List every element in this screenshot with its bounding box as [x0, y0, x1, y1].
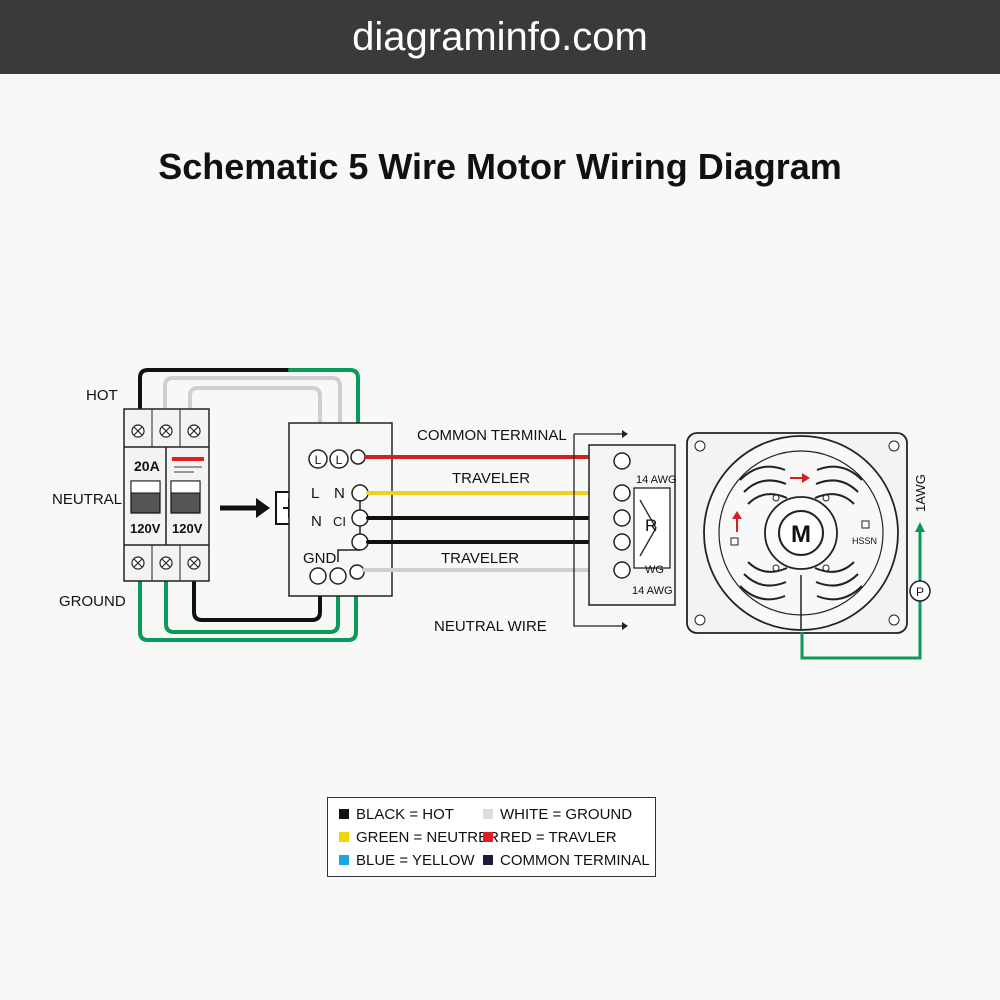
ground-top-wire — [288, 368, 360, 452]
terminal-l1-label: L — [315, 453, 322, 467]
relay-block: 14 AWG R WG 14 AWG — [573, 430, 677, 630]
site-banner: diagraminfo.com — [0, 0, 1000, 74]
legend-item: WHITE = GROUND — [483, 806, 632, 824]
ground-bottom-inner — [164, 574, 340, 634]
label-ci: CI — [333, 514, 346, 529]
terminal-top-right[interactable] — [350, 449, 366, 465]
relay-terminal-4[interactable] — [613, 533, 631, 551]
terminal-l1[interactable] — [308, 449, 328, 469]
label-neutral-wire: NEUTRAL WIRE — [434, 618, 547, 635]
breaker-voltage-left: 120V — [130, 521, 161, 536]
terminal-n[interactable] — [351, 484, 369, 502]
terminal-gnd-2[interactable] — [329, 567, 347, 585]
legend-swatch-icon — [483, 854, 493, 865]
hot-bottom-wire — [192, 574, 322, 622]
legend-swatch-icon — [339, 808, 349, 819]
label-l: L — [311, 485, 319, 502]
relay-terminal-2[interactable] — [613, 484, 631, 502]
terminal-traveler[interactable] — [351, 533, 369, 551]
motor-side-text: HSSN — [852, 536, 877, 546]
label-traveler-1: TRAVELER — [452, 470, 530, 487]
red-arrow-right-icon — [790, 473, 810, 483]
arrow-icon — [220, 498, 270, 518]
relay-terminal-3[interactable] — [613, 509, 631, 527]
arrow-top-icon — [622, 430, 628, 438]
relay-label-top: 14 AWG — [636, 474, 677, 486]
legend-swatch-icon — [339, 831, 349, 842]
red-common-wire — [364, 455, 624, 463]
terminal-l2-label: L — [336, 453, 343, 467]
terminal-l2[interactable] — [329, 449, 349, 469]
breaker-panel: 20A 120V 120V — [123, 408, 210, 582]
junction-box: L L L N N CI GND — [288, 422, 393, 597]
white-outer-wire — [163, 376, 342, 452]
arrow-bottom-icon — [622, 622, 628, 630]
diagram-title: Schematic 5 Wire Motor Wiring Diagram — [158, 146, 842, 187]
legend-item: BLUE = YELLOW — [339, 852, 475, 870]
motor-label: M — [791, 521, 811, 548]
legend: BLACK = HOT WHITE = GROUND GREEN = NEUTR… — [327, 797, 656, 877]
terminal-gnd-1[interactable] — [309, 567, 327, 585]
motor-windings — [739, 465, 863, 601]
breaker-rating: 20A — [134, 458, 160, 474]
relay-label-r: R — [645, 516, 657, 535]
legend-swatch-icon — [339, 854, 349, 865]
label-common-terminal: COMMON TERMINAL — [417, 427, 567, 444]
legend-item: BLACK = HOT — [339, 806, 454, 824]
breaker-screw-icons — [131, 424, 201, 570]
relay-terminal-1[interactable] — [613, 452, 631, 470]
hot-feed-wire — [138, 368, 302, 416]
label-ground: GROUND — [59, 593, 126, 610]
terminal-gnd-3[interactable] — [349, 564, 365, 580]
label-neutral: NEUTRAL — [52, 491, 122, 508]
relay-label-bottom: 14 AWG — [632, 585, 673, 597]
legend-swatch-icon — [483, 831, 493, 842]
relay-label-wg: WG — [645, 564, 664, 576]
motor-gauge-label: 1AWG — [913, 474, 928, 512]
legend-item: COMMON TERMINAL — [483, 852, 650, 870]
label-traveler-2: TRAVELER — [441, 550, 519, 567]
red-arrow-up-icon — [732, 511, 742, 532]
ground-bottom-outer — [138, 574, 358, 642]
white-inner-wire — [188, 386, 322, 452]
motor-ground-wire — [800, 530, 922, 660]
label-gnd: GND — [303, 550, 337, 567]
breaker-voltage-right: 120V — [172, 521, 203, 536]
breaker-indicator-red — [172, 457, 204, 461]
label-n-top: N — [334, 485, 345, 502]
green-arrow-up-icon — [915, 522, 925, 532]
legend-item: GREEN = NEUTRER — [339, 829, 499, 847]
legend-item: RED = TRAVLER — [483, 829, 617, 847]
label-hot: HOT — [86, 387, 118, 404]
meter-symbol: P — [916, 585, 924, 599]
meter-icon — [909, 580, 931, 602]
motor-core — [778, 510, 824, 556]
site-name[interactable]: diagraminfo.com — [352, 15, 648, 59]
breaker-to-box-wires — [138, 368, 360, 642]
legend-swatch-icon — [483, 808, 493, 819]
terminal-ci[interactable] — [351, 509, 369, 527]
motor-housing: M HSSN — [686, 432, 908, 634]
relay-terminal-5[interactable] — [613, 561, 631, 579]
label-n: N — [311, 513, 322, 530]
